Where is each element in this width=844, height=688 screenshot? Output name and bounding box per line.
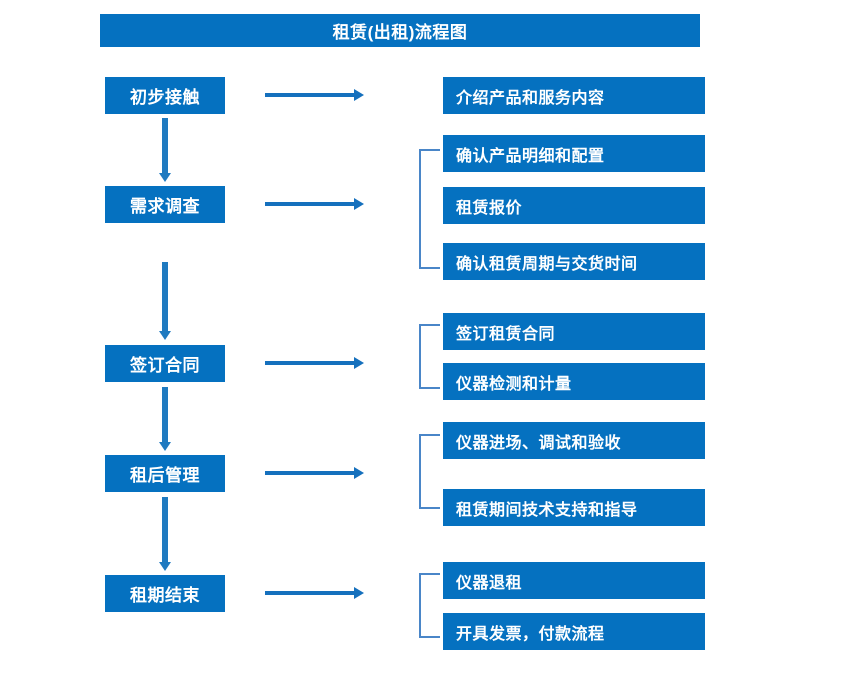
arrow-shaft [265, 361, 355, 365]
arrow-head [354, 198, 364, 210]
connector-arrow-4-5 [159, 497, 171, 571]
arrow-shaft [265, 93, 355, 97]
connector-arrow-1-2 [159, 118, 171, 182]
stage-box-3[interactable]: 签订合同 [105, 345, 225, 382]
detail-arrow-4 [265, 467, 364, 479]
group-bracket-3 [419, 324, 440, 389]
detail-box-1[interactable]: 介绍产品和服务内容 [443, 77, 705, 114]
arrow-shaft [265, 471, 355, 475]
detail-box-6[interactable]: 仪器检测和计量 [443, 363, 705, 400]
detail-box-10[interactable]: 开具发票，付款流程 [443, 613, 705, 650]
stage-box-2[interactable]: 需求调查 [105, 186, 225, 223]
arrow-shaft [162, 387, 168, 442]
arrow-head [354, 357, 364, 369]
arrow-head [159, 331, 171, 340]
detail-arrow-1 [265, 89, 364, 101]
detail-box-9[interactable]: 仪器退租 [443, 562, 705, 599]
arrow-head [159, 442, 171, 451]
detail-box-8[interactable]: 租赁期间技术支持和指导 [443, 489, 705, 526]
detail-box-3[interactable]: 租赁报价 [443, 187, 705, 224]
detail-box-2[interactable]: 确认产品明细和配置 [443, 135, 705, 172]
arrow-shaft [162, 118, 168, 173]
group-bracket-4 [419, 434, 440, 509]
connector-arrow-2-3 [159, 262, 171, 340]
arrow-shaft [265, 591, 355, 595]
arrow-shaft [162, 497, 168, 562]
stage-box-5[interactable]: 租期结束 [105, 575, 225, 612]
stage-box-4[interactable]: 租后管理 [105, 455, 225, 492]
arrow-head [354, 89, 364, 101]
detail-box-4[interactable]: 确认租赁周期与交货时间 [443, 243, 705, 280]
arrow-shaft [162, 262, 168, 331]
arrow-head [354, 467, 364, 479]
group-bracket-5 [419, 573, 440, 638]
detail-arrow-3 [265, 357, 364, 369]
stage-box-1[interactable]: 初步接触 [105, 77, 225, 114]
detail-box-7[interactable]: 仪器进场、调试和验收 [443, 422, 705, 459]
detail-arrow-2 [265, 198, 364, 210]
group-bracket-2 [419, 149, 440, 269]
diagram-title: 租赁(出租)流程图 [100, 14, 700, 47]
detail-box-5[interactable]: 签订租赁合同 [443, 313, 705, 350]
arrow-shaft [265, 202, 355, 206]
arrow-head [354, 587, 364, 599]
connector-arrow-3-4 [159, 387, 171, 451]
arrow-head [159, 173, 171, 182]
arrow-head [159, 562, 171, 571]
detail-arrow-5 [265, 587, 364, 599]
